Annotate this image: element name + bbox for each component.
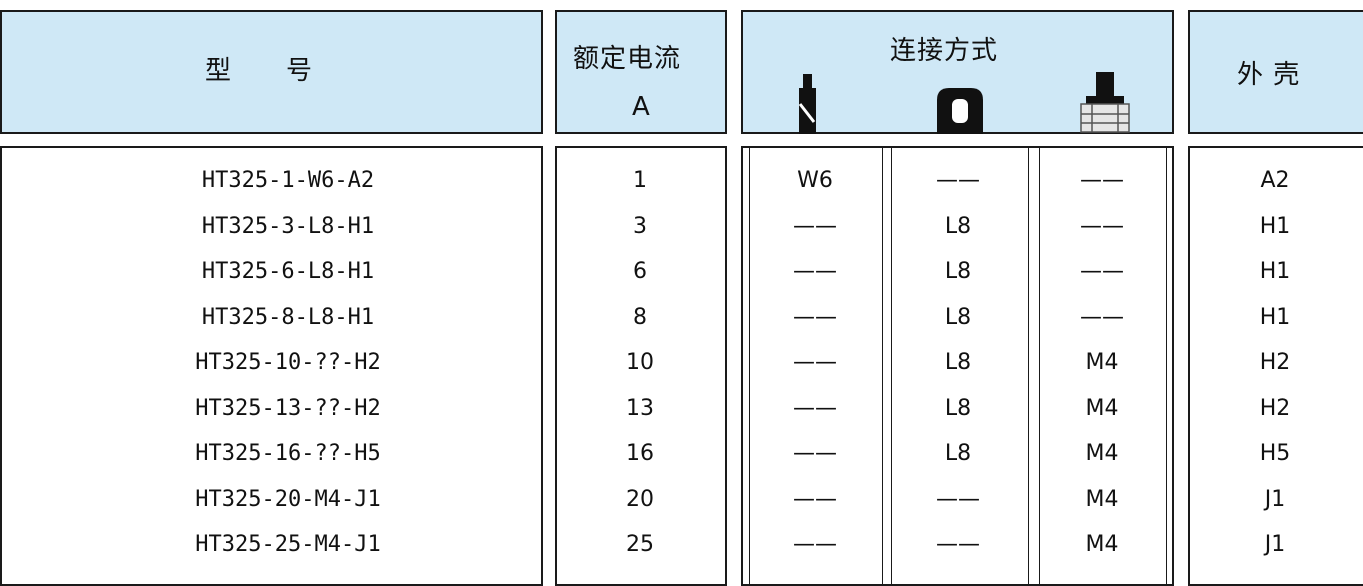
header-model-cell xyxy=(0,10,543,134)
loop-connection-cell: L8 xyxy=(944,213,972,239)
screw-connection-cell: M4 xyxy=(1085,532,1119,557)
loop-connection-cell: —— xyxy=(936,532,980,557)
current-cell: 20 xyxy=(626,486,654,512)
model-cell: HT325-1-W6-A2 xyxy=(201,168,375,193)
current-cell: 8 xyxy=(633,304,647,330)
header-model-label: 型 号 xyxy=(205,56,314,86)
loop-connection-cell: —— xyxy=(936,168,980,193)
loop-connection-cell: L8 xyxy=(944,395,972,421)
model-cell: HT325-25-M4-J1 xyxy=(195,532,381,557)
model-cell: HT325-8-L8-H1 xyxy=(201,304,375,330)
housing-cell: J1 xyxy=(1264,486,1286,512)
header-current-unit: A xyxy=(632,92,651,122)
header-housing-label: 外 壳 xyxy=(1237,60,1301,90)
screw-terminal-icon xyxy=(1080,72,1130,133)
wire-lead-icon xyxy=(798,74,816,134)
current-cell: 6 xyxy=(633,259,647,284)
current-cell: 3 xyxy=(633,213,647,239)
screw-connection-cell: M4 xyxy=(1085,350,1119,375)
loop-terminal-icon xyxy=(937,88,983,134)
wire-connection-cell: —— xyxy=(793,486,837,512)
loop-connection-cell: L8 xyxy=(944,350,972,375)
model-cell: HT325-13-??-H2 xyxy=(195,395,381,421)
screw-connection-cell: —— xyxy=(1080,304,1124,330)
header-connection-label: 连接方式 xyxy=(890,36,999,66)
loop-connection-cell: L8 xyxy=(944,441,972,466)
screw-connection-cell: M4 xyxy=(1085,486,1119,512)
loop-connection-cell: L8 xyxy=(944,259,972,284)
screw-connection-cell: M4 xyxy=(1085,441,1119,466)
wire-connection-cell: W6 xyxy=(797,168,833,193)
current-cell: 13 xyxy=(626,395,654,421)
model-cell: HT325-10-??-H2 xyxy=(195,350,381,375)
housing-cell: H2 xyxy=(1259,395,1291,421)
current-cell: 25 xyxy=(626,532,654,557)
header-current-cell xyxy=(555,10,727,134)
screw-connection-cell: —— xyxy=(1080,213,1124,239)
housing-cell: H1 xyxy=(1259,304,1291,330)
model-cell: HT325-3-L8-H1 xyxy=(201,213,375,239)
screw-connection-cell: —— xyxy=(1080,168,1124,193)
housing-cell: H1 xyxy=(1259,259,1291,284)
screw-connection-cell: —— xyxy=(1080,259,1124,284)
header-housing-cell xyxy=(1188,10,1363,134)
model-cell: HT325-16-??-H5 xyxy=(195,441,381,466)
housing-cell: J1 xyxy=(1264,532,1286,557)
loop-connection-cell: —— xyxy=(936,486,980,512)
loop-connection-cell: L8 xyxy=(944,304,972,330)
housing-cell: H1 xyxy=(1259,213,1291,239)
wire-connection-cell: —— xyxy=(793,259,837,284)
wire-connection-cell: —— xyxy=(793,441,837,466)
housing-cell: A2 xyxy=(1260,168,1290,193)
wire-connection-cell: —— xyxy=(793,213,837,239)
header-current-label: 额定电流 xyxy=(573,44,682,74)
current-cell: 1 xyxy=(633,168,647,193)
current-cell: 10 xyxy=(626,350,654,375)
screw-connection-cell: M4 xyxy=(1085,395,1119,421)
wire-connection-cell: —— xyxy=(793,395,837,421)
wire-connection-cell: —— xyxy=(793,304,837,330)
housing-cell: H2 xyxy=(1259,350,1291,375)
model-cell: HT325-20-M4-J1 xyxy=(195,486,381,512)
current-cell: 16 xyxy=(626,441,654,466)
wire-connection-cell: —— xyxy=(793,532,837,557)
housing-cell: H5 xyxy=(1259,441,1291,466)
model-cell: HT325-6-L8-H1 xyxy=(201,259,375,284)
wire-connection-cell: —— xyxy=(793,350,837,375)
